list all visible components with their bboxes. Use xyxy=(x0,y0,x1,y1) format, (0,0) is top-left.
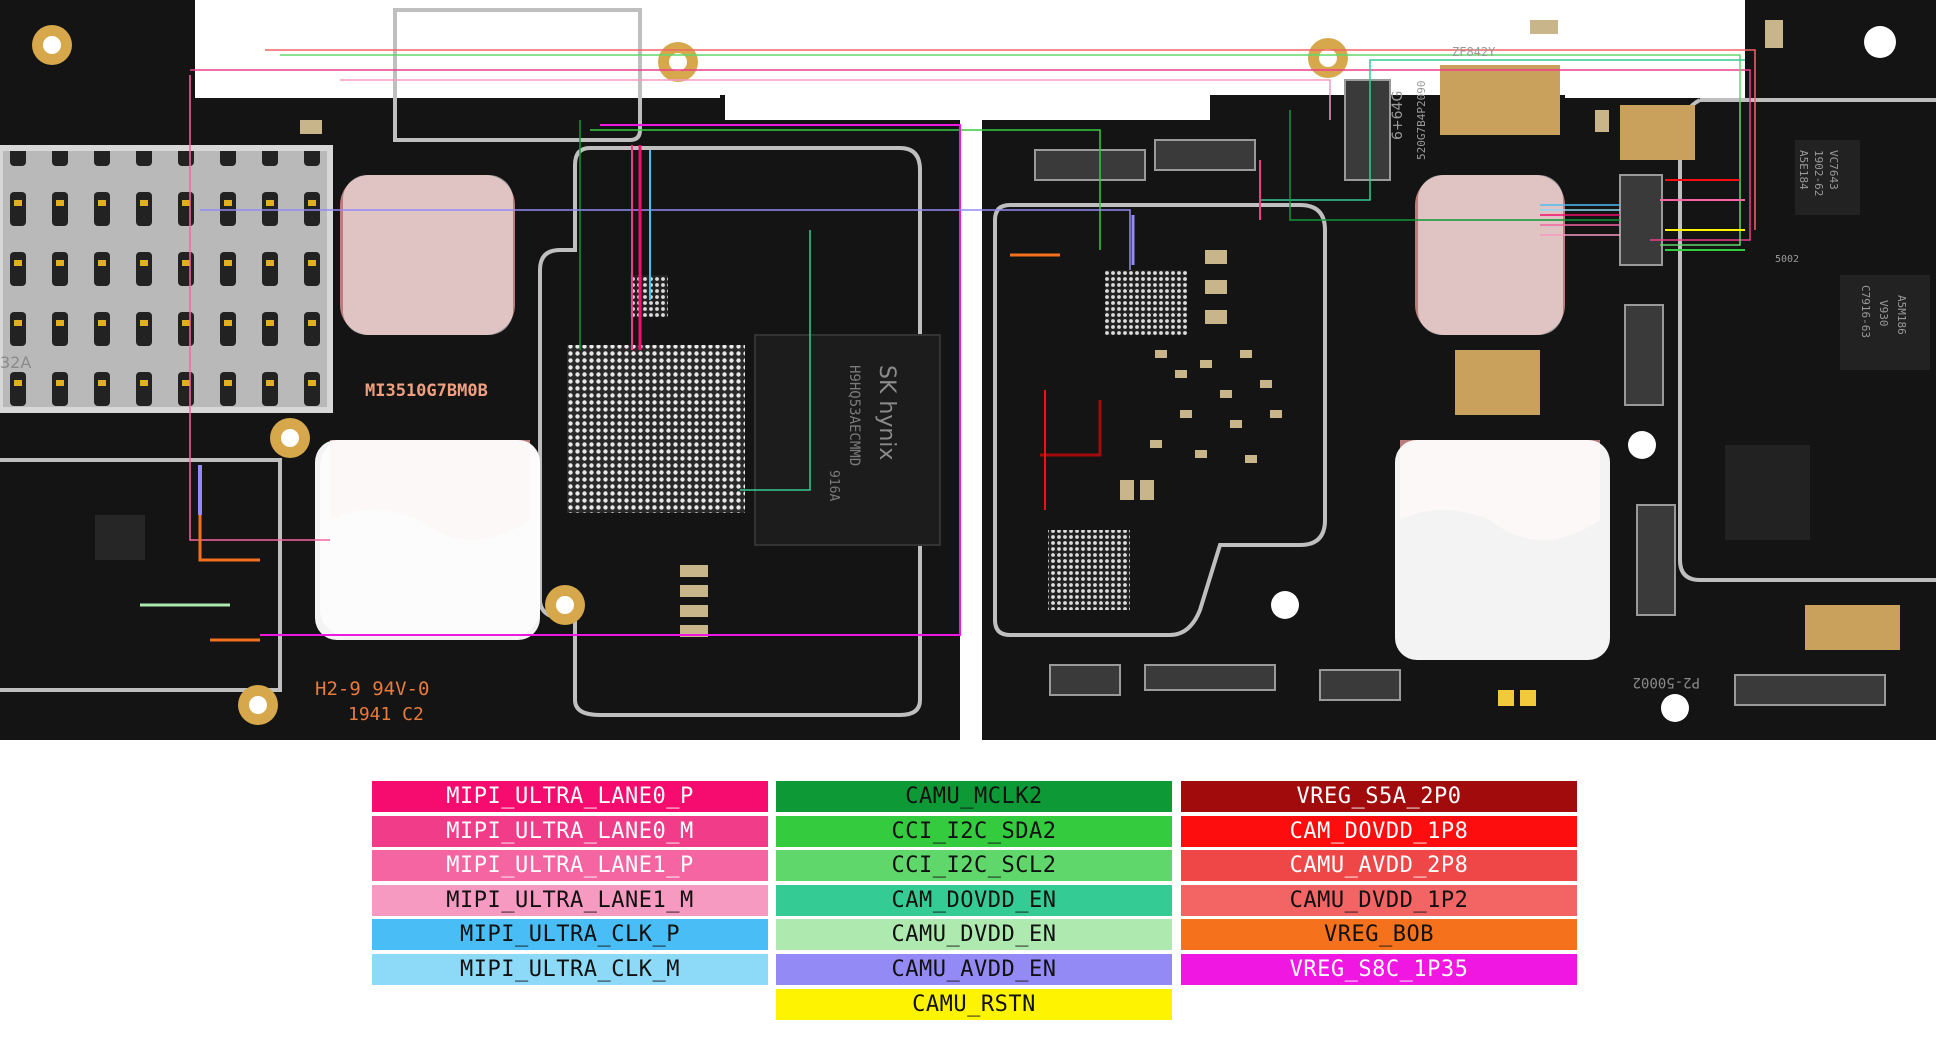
modem-chip-right xyxy=(1725,445,1810,540)
sim-label: 32A xyxy=(0,353,31,372)
legend-item-camu-avdd-en: CAMU_AVDD_EN xyxy=(776,953,1172,985)
sim-card-tray xyxy=(0,145,333,413)
ic-label-6: C7916-63 xyxy=(1859,285,1872,338)
board-code: H2-9 94V-0 xyxy=(315,678,429,700)
copper-pads xyxy=(1440,65,1900,706)
ic-label-2: VC7643 xyxy=(1827,150,1840,190)
board-id: P2-50002 xyxy=(1633,674,1700,690)
ic-label-8: A5M186 xyxy=(1895,295,1908,335)
signal-traces xyxy=(140,49,1756,642)
legend-item-camu-dvdd-en: CAMU_DVDD_EN xyxy=(776,919,1172,951)
ic-label-3: 1902-62 xyxy=(1812,150,1825,196)
rf-chip-right xyxy=(1840,275,1930,370)
legend-item-cam-dovdd-1p8: CAM_DOVDD_1P8 xyxy=(1181,815,1577,847)
mounting-holes xyxy=(32,25,1896,725)
board-date: 1941 C2 xyxy=(348,704,424,725)
legend-item-mipi-ultra-lane1-p: MIPI_ULTRA_LANE1_P xyxy=(372,850,768,882)
ic-label-4: A5E184 xyxy=(1797,150,1810,190)
memory-part: H9HQ53AECMMD xyxy=(846,365,862,466)
legend-item-camu-rstn: CAMU_RSTN xyxy=(776,988,1172,1020)
ram-part: 520G7B4P2090 xyxy=(1415,81,1428,160)
board-cutout-top-center xyxy=(725,0,1210,120)
ic-label-1: ZF842Y xyxy=(1452,45,1496,59)
legend-item-mipi-ultra-lane1-m: MIPI_ULTRA_LANE1_M xyxy=(372,884,768,916)
ic-label-7: V930 xyxy=(1877,300,1890,327)
board-cutout-top-left xyxy=(195,0,720,98)
pcb-board-photo: MI3510G7BM0B H2-9 94V-0 1941 C2 32A SK h… xyxy=(0,0,1936,740)
legend-item-mipi-ultra-lane0-p: MIPI_ULTRA_LANE0_P xyxy=(372,781,768,812)
legend-item-camu-avdd-2p8: CAMU_AVDD_2P8 xyxy=(1181,850,1577,882)
white-cutouts-lower xyxy=(315,175,1610,660)
legend-item-vreg-s5a-2p0: VREG_S5A_2P0 xyxy=(1181,781,1577,812)
board-cutout-top-right xyxy=(1565,0,1745,98)
ram-label: 6+64G xyxy=(1390,91,1406,140)
legend-item-camu-dvdd-1p2: CAMU_DVDD_1P2 xyxy=(1181,884,1577,916)
power-bga-chip xyxy=(1048,530,1130,610)
soc-bga-chip xyxy=(567,345,745,513)
legend-item-mipi-ultra-lane0-m: MIPI_ULTRA_LANE0_M xyxy=(372,815,768,847)
ic-chip-right xyxy=(1795,140,1860,215)
legend-item-cam-dovdd-en: CAM_DOVDD_EN xyxy=(776,884,1172,916)
board-marking: MI3510G7BM0B xyxy=(365,381,488,401)
legend-item-cci-i2c-sda2: CCI_I2C_SDA2 xyxy=(776,815,1172,847)
legend-item-vreg-s8c-1p35: VREG_S8C_1P35 xyxy=(1181,953,1577,985)
board-connectors xyxy=(1034,79,1886,706)
legend-item-vreg-bob: VREG_BOB xyxy=(1181,919,1577,951)
silkscreen-text: MI3510G7BM0B H2-9 94V-0 1941 C2 32A SK h… xyxy=(0,45,1908,725)
legend-item-mipi-ultra-clk-m: MIPI_ULTRA_CLK_M xyxy=(372,953,768,985)
pmic-bga-chip xyxy=(1105,270,1187,335)
ic-label-5: 5002 xyxy=(1775,254,1799,265)
memory-lot: 916A xyxy=(826,470,841,501)
legend-item-cci-i2c-scl2: CCI_I2C_SCL2 xyxy=(776,850,1172,882)
legend-item-camu-mclk2: CAMU_MCLK2 xyxy=(776,781,1172,812)
memory-chip xyxy=(754,334,941,546)
legend-item-mipi-ultra-clk-p: MIPI_ULTRA_CLK_P xyxy=(372,919,768,951)
ic-chip-left xyxy=(95,515,145,560)
board-gap xyxy=(960,120,982,740)
memory-brand: SK hynix xyxy=(874,365,899,460)
